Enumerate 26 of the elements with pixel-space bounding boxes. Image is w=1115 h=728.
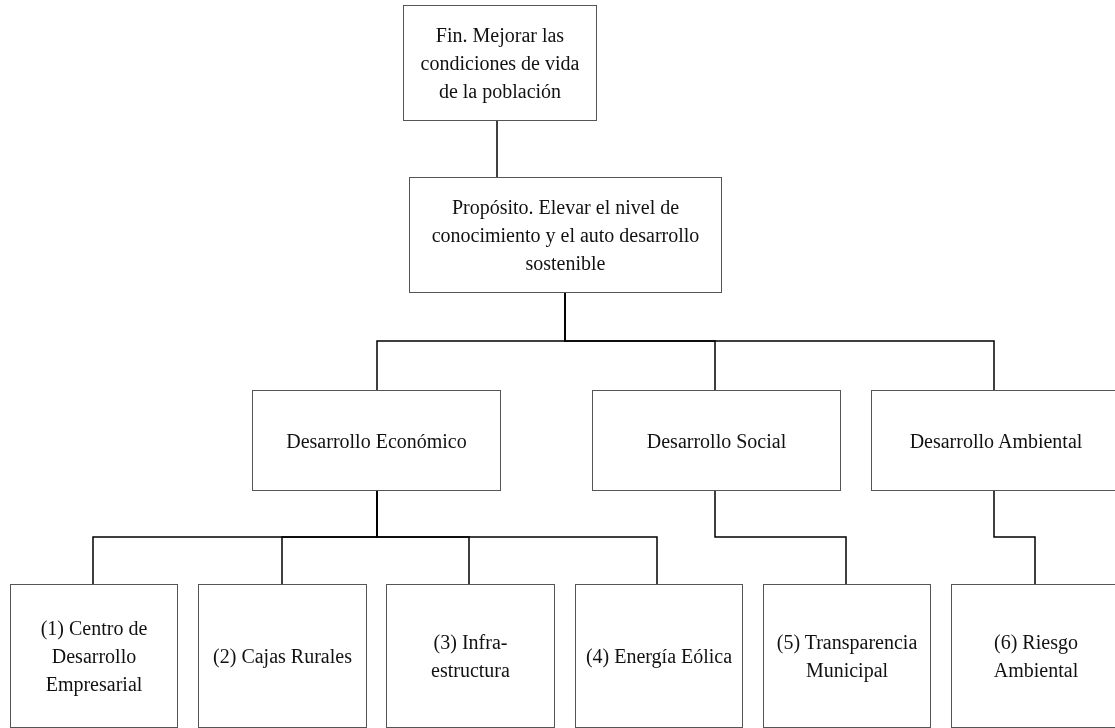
text-box [386, 584, 555, 728]
connector-line [714, 490, 847, 585]
text-box [198, 584, 367, 728]
box-label: (4) Energía Eólica [585, 644, 733, 670]
text-box [575, 584, 743, 728]
box-label: (5) Transparencia Municipal [775, 630, 919, 684]
box-label: Desarrollo Ambiental [909, 428, 1083, 454]
text-box [592, 390, 841, 491]
box-label: Propósito. Elevar el nivel de conocimiento y el auto desarrollo sostenible [430, 195, 701, 276]
text-box [252, 390, 501, 491]
connector-line [993, 490, 1036, 585]
text-box [951, 584, 1115, 728]
text-box [763, 584, 931, 728]
text-box [871, 390, 1115, 491]
box-label: (6) Riesgo Ambiental [992, 630, 1080, 683]
box-label: Fin. Mejorar las condiciones de vida de la población [419, 23, 581, 105]
box-label: (1) Centro de Desarrollo Empresarial [39, 616, 149, 698]
box-label: (3) Infra-estructura [430, 630, 511, 683]
connector-line [564, 292, 995, 391]
box-label: Desarrollo Económico [286, 428, 467, 454]
connector-line [496, 120, 498, 178]
text-box [10, 584, 178, 728]
box-label: (2) Cajas Rurales [213, 644, 352, 670]
box-label: Desarrollo Social [646, 428, 787, 454]
text-box [409, 177, 722, 293]
text-box [403, 5, 597, 121]
